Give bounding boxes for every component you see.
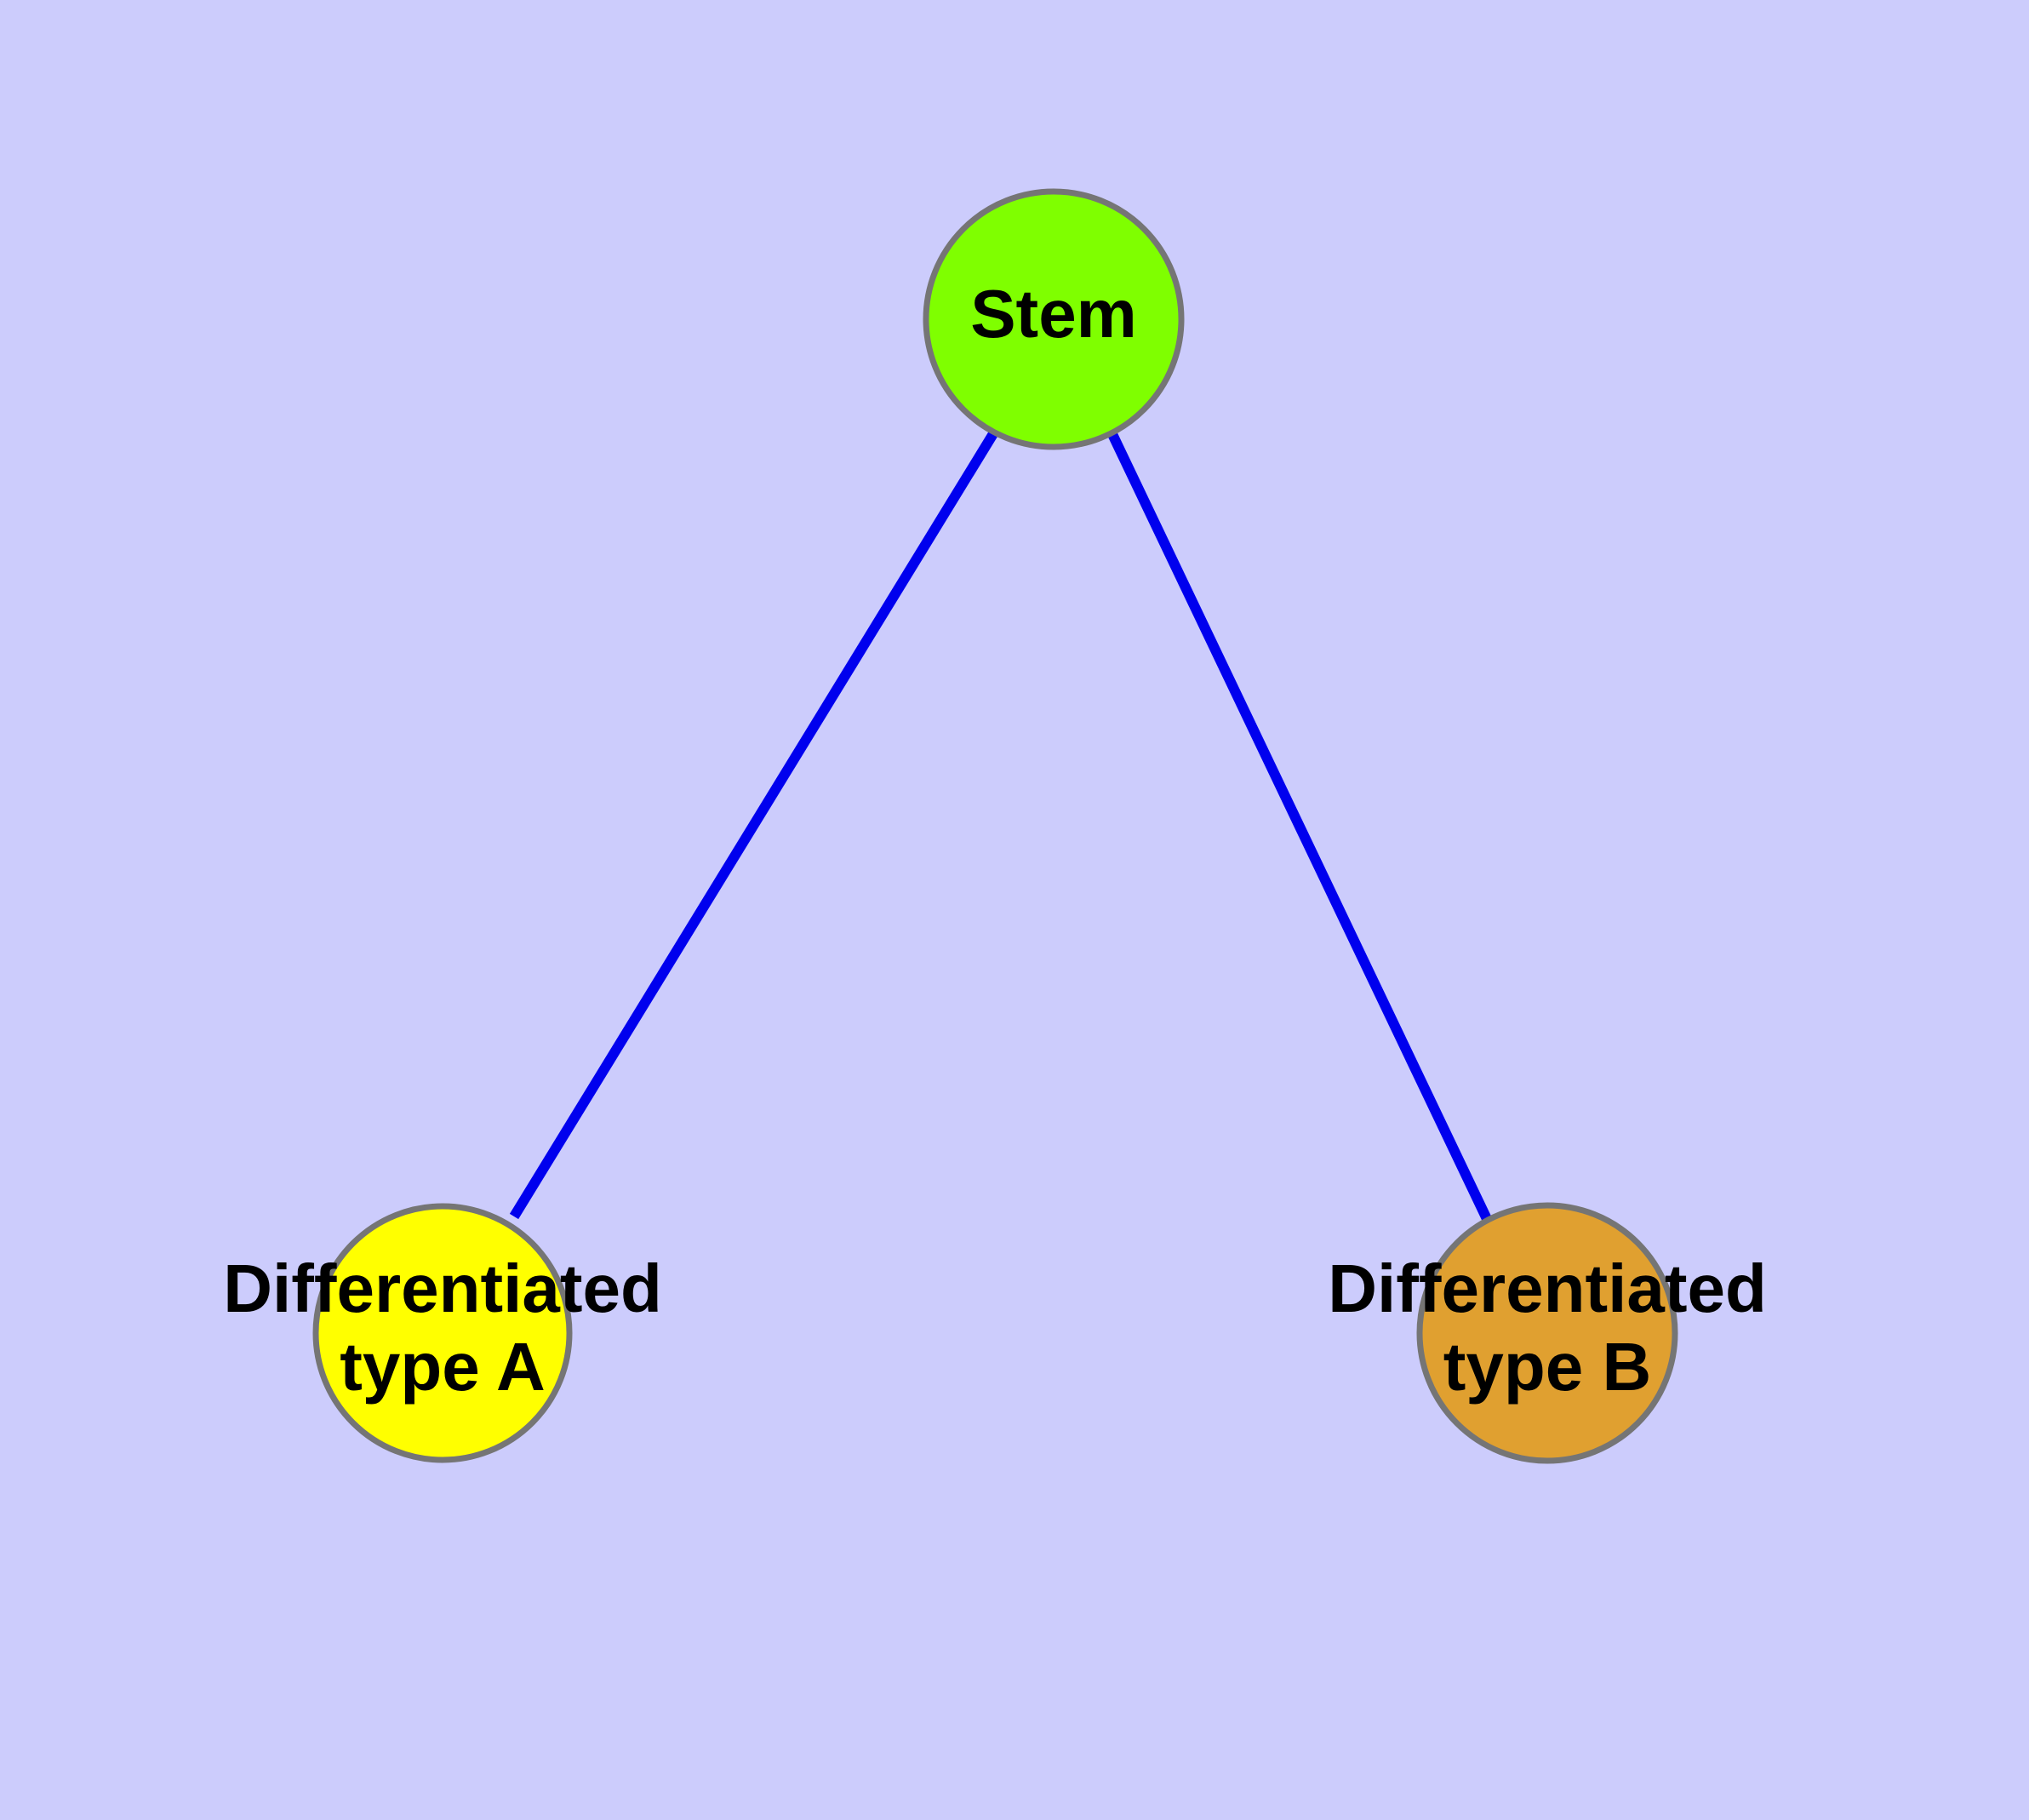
node-diff-b[interactable] bbox=[1416, 1202, 1678, 1464]
node-label-line: type A bbox=[340, 1329, 546, 1405]
edge-stem-to-diff-a bbox=[509, 429, 999, 1220]
edge-stem-to-diff-b bbox=[1107, 432, 1493, 1223]
nodes-layer bbox=[312, 188, 1678, 1464]
node-diff-a[interactable] bbox=[312, 1203, 573, 1463]
node-label-line: Differentiated bbox=[1328, 1251, 1767, 1326]
node-label-stem: Stem bbox=[970, 276, 1137, 352]
node-label-line: type B bbox=[1443, 1329, 1652, 1405]
edges-layer bbox=[509, 429, 1493, 1223]
node-label-line: Differentiated bbox=[223, 1251, 662, 1326]
node-stem[interactable] bbox=[923, 188, 1185, 450]
node-label-line: Stem bbox=[970, 276, 1137, 352]
